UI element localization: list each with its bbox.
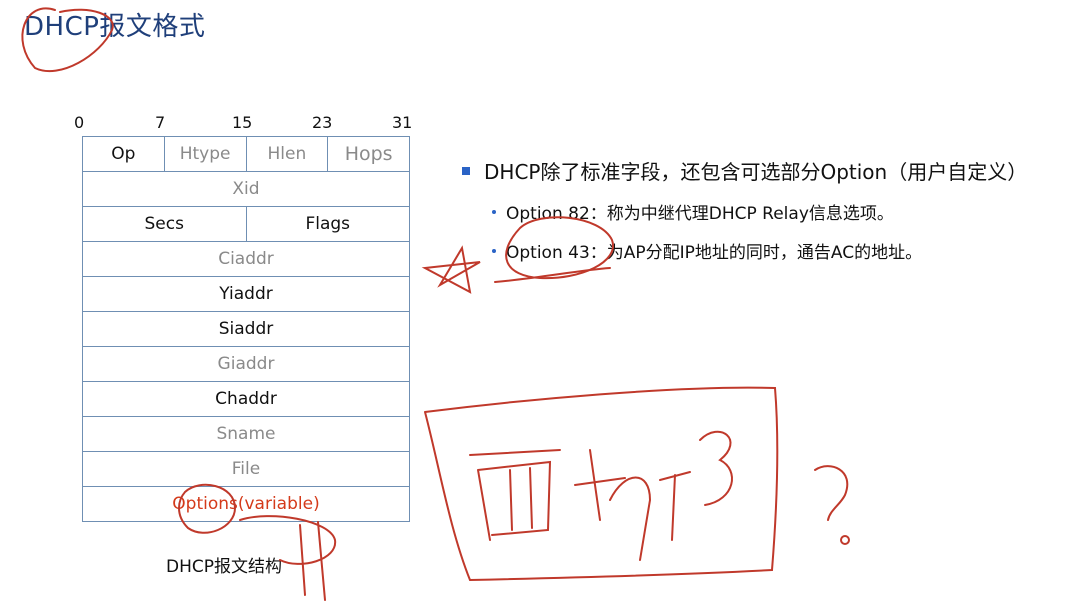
bit-positions: 0 7 15 23 31	[0, 113, 430, 133]
field-sname: Sname	[216, 424, 276, 444]
field-giaddr: Giaddr	[217, 354, 275, 374]
field-xid: Xid	[232, 179, 260, 199]
dhcp-packet-table: Op Htype Hlen Hops Xid Secs Flags Ciaddr…	[82, 136, 410, 522]
dot-bullet-icon	[492, 209, 496, 214]
table-row: Ciaddr	[83, 242, 409, 277]
field-chaddr: Chaddr	[215, 389, 277, 409]
bit-0: 0	[74, 113, 85, 132]
table-row: Sname	[83, 417, 409, 452]
table-row: Yiaddr	[83, 277, 409, 312]
bullet-main-text: DHCP除了标准字段，还包含可选部分Option（用户自定义）	[484, 160, 1028, 184]
field-htype: Htype	[165, 137, 247, 171]
table-row: Xid	[83, 172, 409, 207]
dot-bullet-icon	[492, 248, 496, 253]
handwriting-char2-mark	[574, 449, 691, 561]
field-hlen: Hlen	[247, 137, 329, 171]
handwriting-char3-mark	[699, 430, 733, 506]
table-row: Siaddr	[83, 312, 409, 347]
field-file: File	[231, 459, 261, 479]
bit-31: 31	[392, 113, 413, 132]
field-ciaddr: Ciaddr	[218, 249, 274, 269]
bullet-sub-43-text: Option 43：为AP分配IP地址的同时，通告AC的地址。	[506, 243, 923, 263]
table-row: File	[83, 452, 409, 487]
square-bullet-icon	[462, 166, 470, 175]
bit-7: 7	[155, 113, 166, 132]
bullet-list: DHCP除了标准字段，还包含可选部分Option（用户自定义） Option 8…	[462, 156, 1027, 263]
question-mark	[814, 465, 849, 521]
bullet-sub-43: Option 43：为AP分配IP地址的同时，通告AC的地址。	[492, 238, 1027, 263]
field-op: Op	[83, 137, 165, 171]
field-secs: Secs	[83, 207, 247, 241]
field-yiaddr: Yiaddr	[219, 284, 273, 304]
bullet-sub-82: Option 82：称为中继代理DHCP Relay信息选项。	[492, 199, 1027, 224]
field-siaddr: Siaddr	[218, 319, 274, 339]
table-row: Secs Flags	[83, 207, 409, 242]
bit-15: 15	[232, 113, 253, 132]
table-row: Giaddr	[83, 347, 409, 382]
field-options: Options(variable)	[172, 494, 320, 514]
bullet-sub-82-text: Option 82：称为中继代理DHCP Relay信息选项。	[506, 204, 894, 224]
question-dot-mark	[840, 535, 850, 545]
option43-underline-mark	[494, 267, 611, 283]
bit-23: 23	[312, 113, 333, 132]
field-hops: Hops	[344, 143, 393, 165]
table-caption: DHCP报文结构	[166, 557, 282, 577]
table-row: Options(variable)	[83, 487, 409, 521]
table-row: Op Htype Hlen Hops	[83, 137, 409, 172]
handwriting-char1-mark	[469, 449, 561, 541]
handwriting-box-mark	[424, 386, 779, 582]
bullet-main: DHCP除了标准字段，还包含可选部分Option（用户自定义）	[462, 156, 1027, 185]
table-row: Chaddr	[83, 382, 409, 417]
field-flags: Flags	[305, 214, 351, 234]
slide-title: DHCP报文格式	[24, 12, 206, 42]
